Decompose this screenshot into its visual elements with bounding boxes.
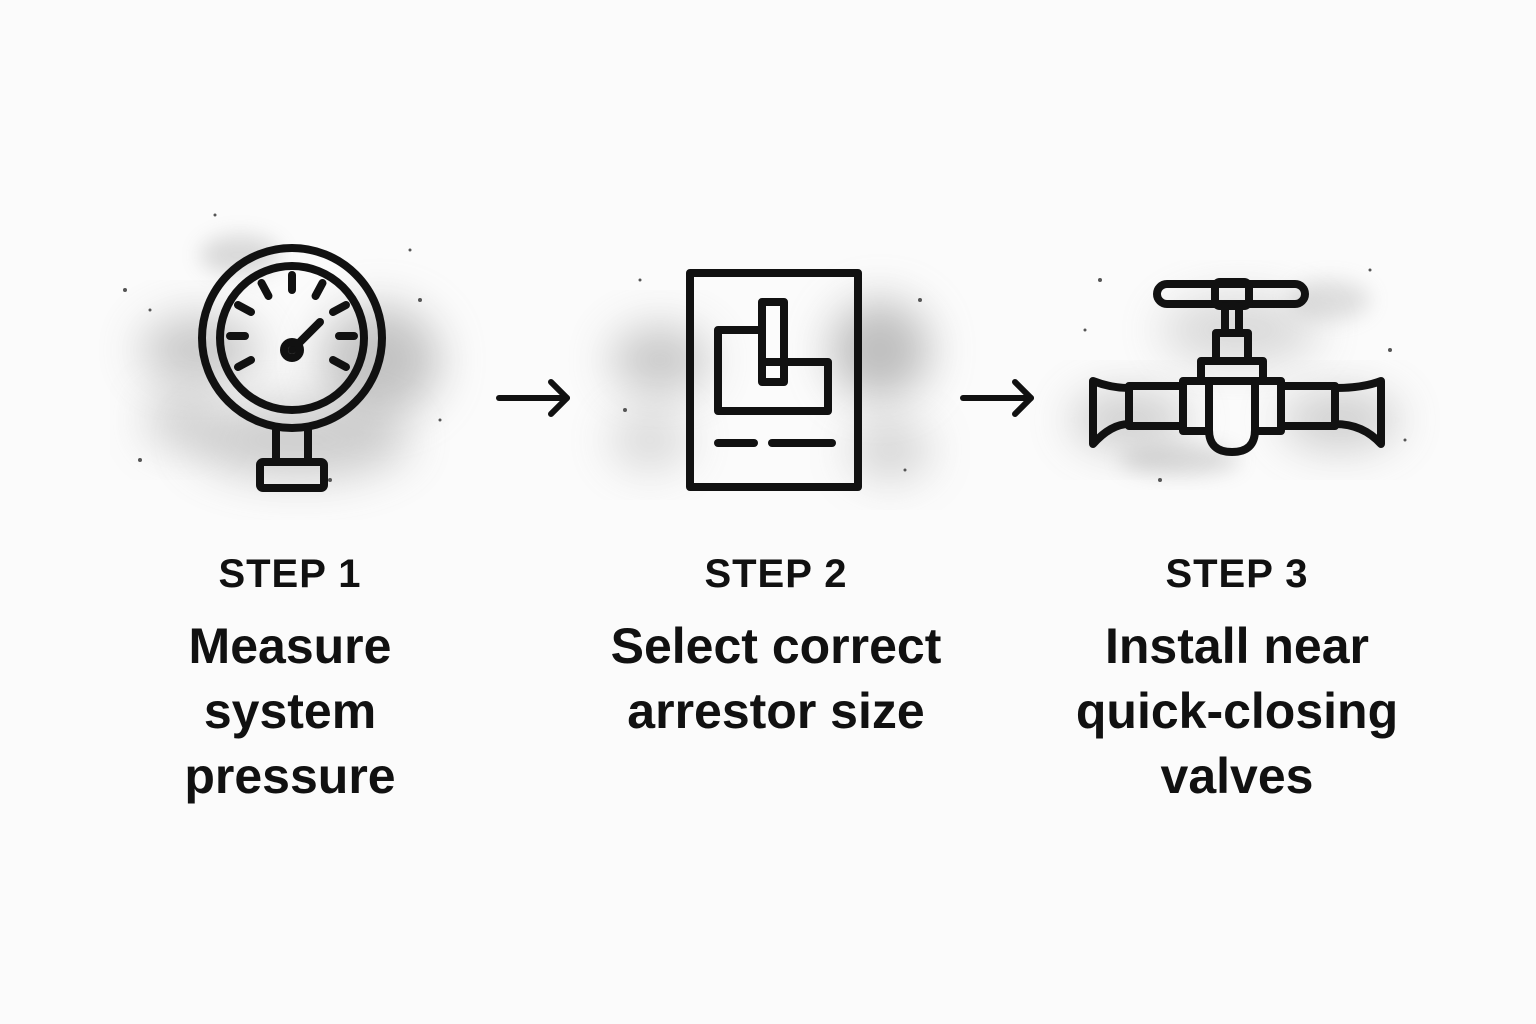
step-3: STEP 3 Install near quick-closing valves <box>1027 0 1447 1024</box>
step-3-description: Install near quick-closing valves <box>1075 618 1399 804</box>
step-2-label: STEP 2 <box>704 552 848 596</box>
pipe-valve-icon <box>1089 278 1385 456</box>
arrow-right-icon <box>496 379 570 417</box>
pressure-gauge-icon <box>198 244 386 492</box>
step-1-description: Measure system pressure <box>184 618 396 804</box>
sizing-chart-icon <box>686 269 862 491</box>
speckles <box>123 213 1407 482</box>
step-2: STEP 2 Select correct arrestor size <box>566 0 986 1024</box>
step-1: STEP 1 Measure system pressure <box>80 0 500 1024</box>
step-2-description: Select correct arrestor size <box>610 618 942 739</box>
step-3-label: STEP 3 <box>1165 552 1309 596</box>
step-1-label: STEP 1 <box>218 552 362 596</box>
arrow-right-icon <box>960 379 1034 417</box>
